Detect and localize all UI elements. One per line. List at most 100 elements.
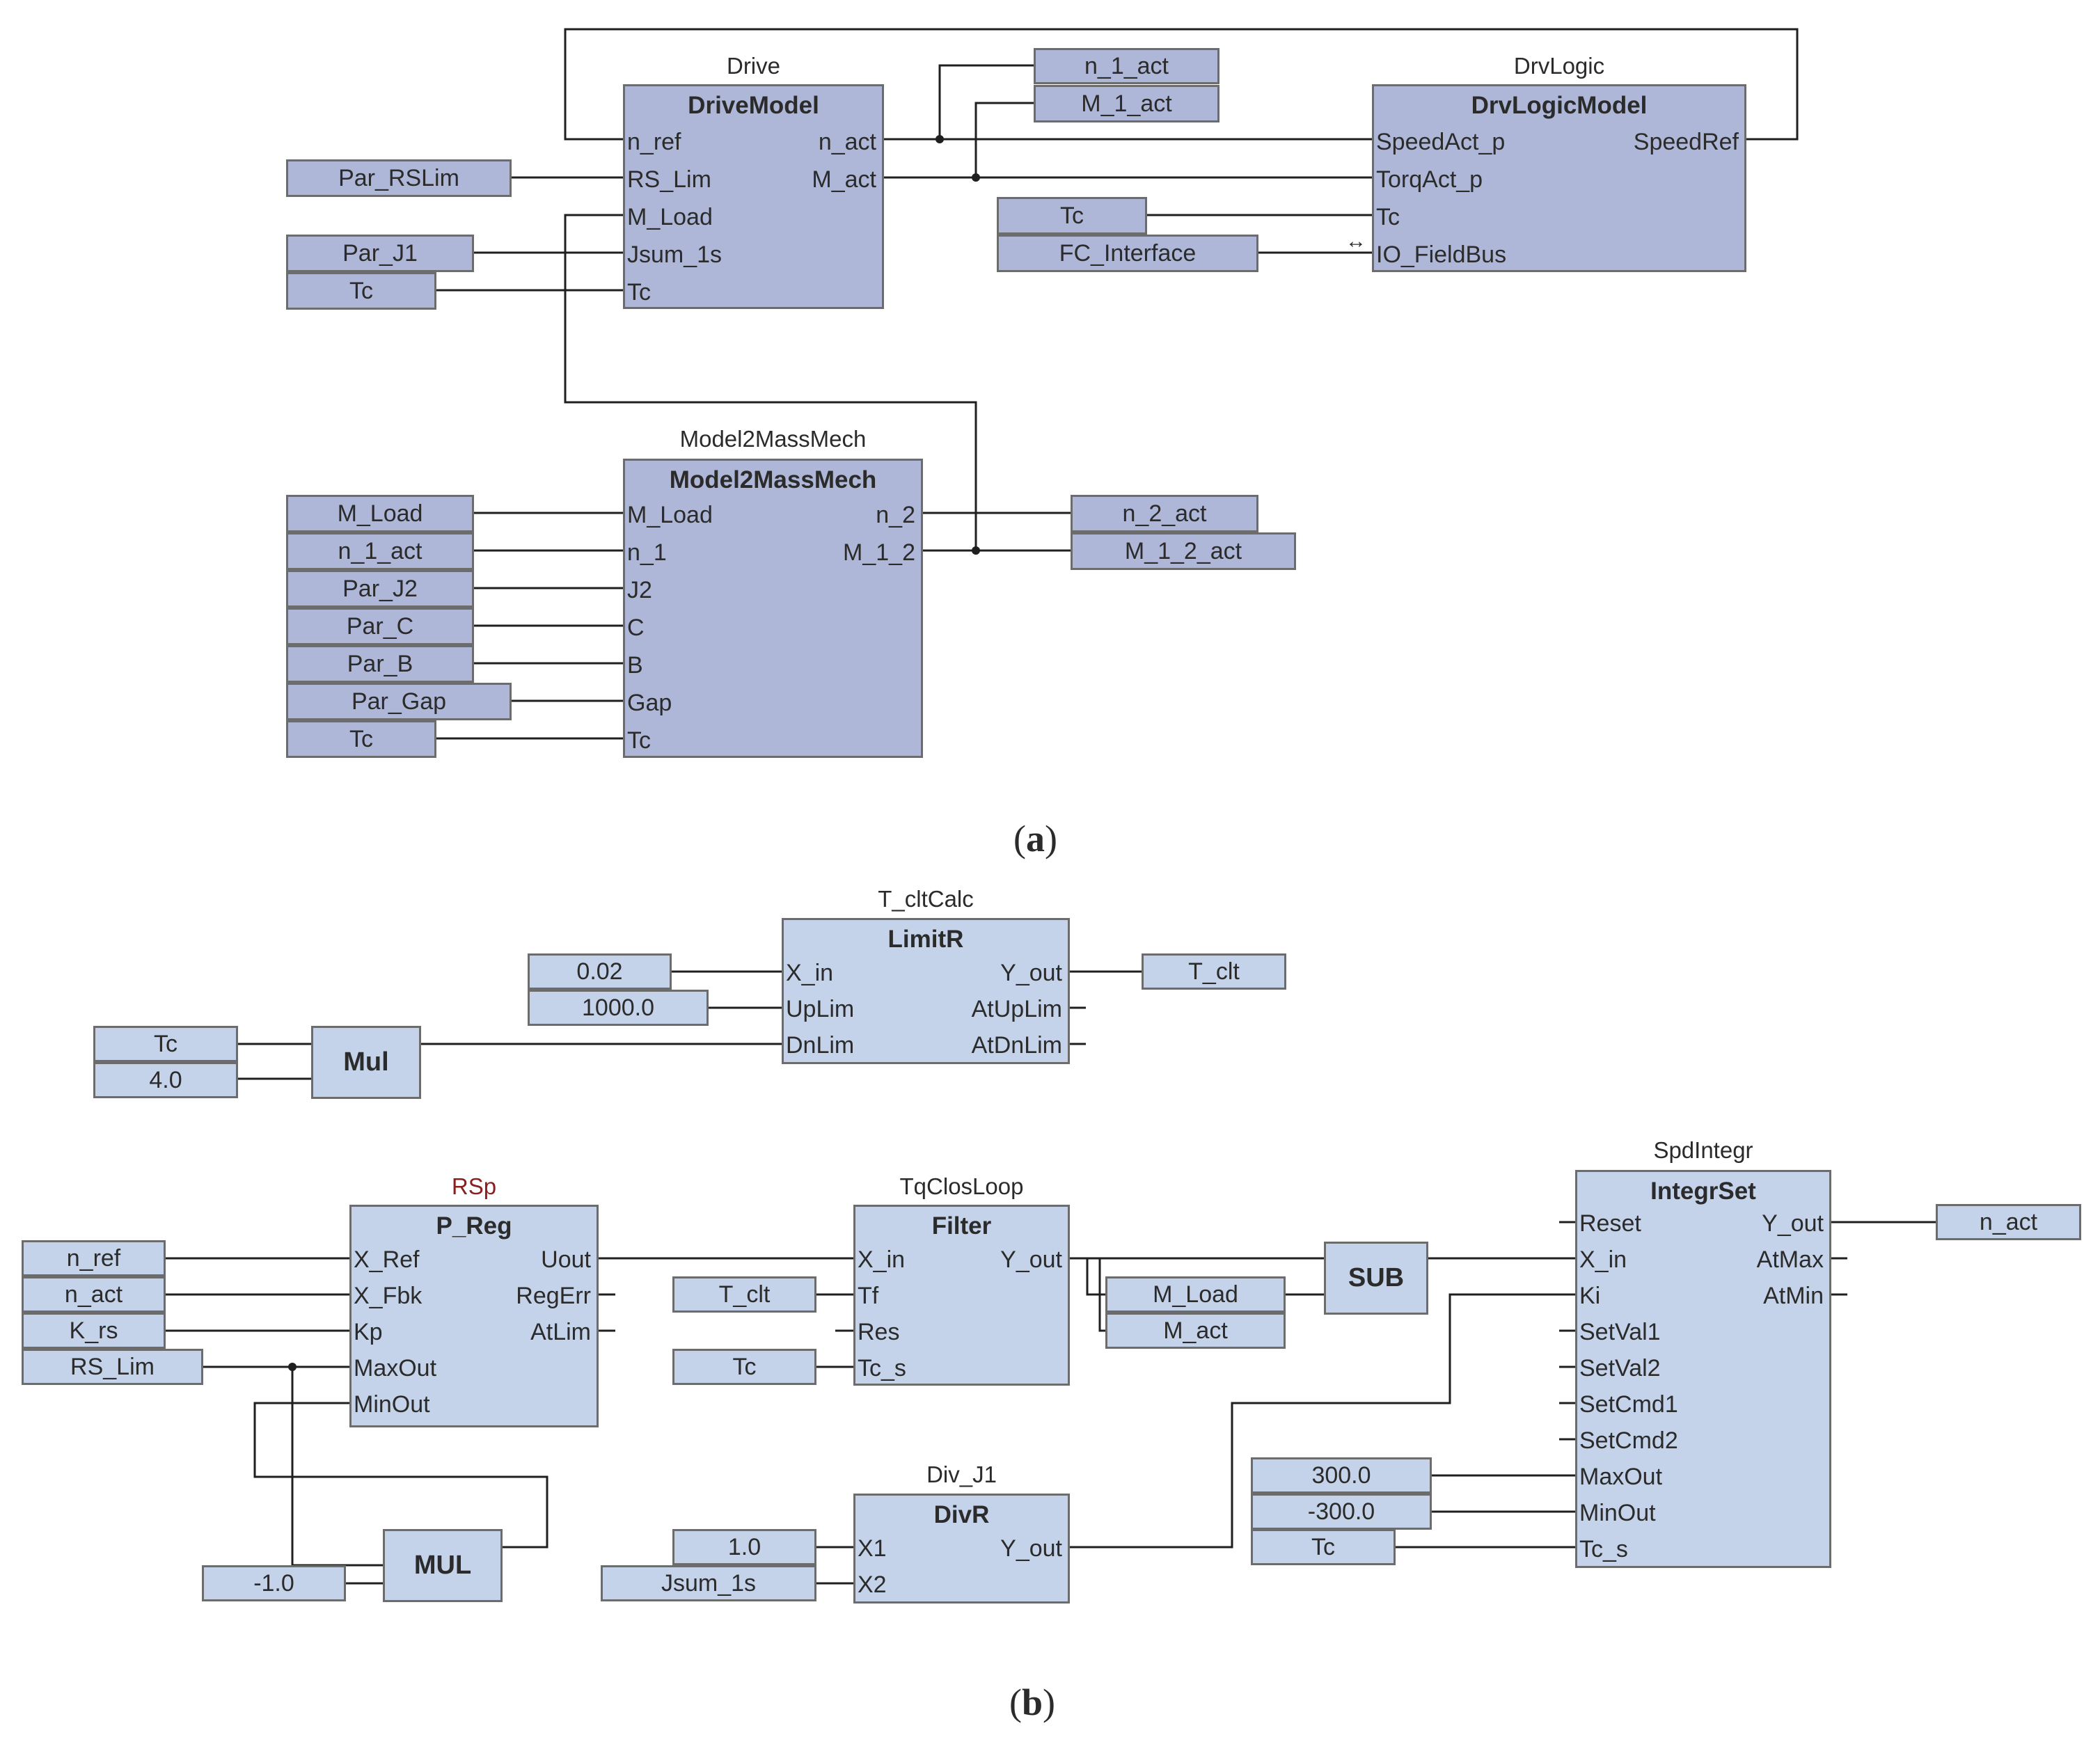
var-m-load[interactable]: M_Load (1105, 1276, 1286, 1313)
var-1000[interactable]: 1000.0 (528, 990, 709, 1026)
div-instance-label: Div_J1 (926, 1462, 997, 1487)
drvlogic-model-block[interactable]: DrvLogicModel SpeedAct_p TorqAct_p Tc IO… (1372, 84, 1746, 272)
pin-x-in: X_in (1579, 1246, 1627, 1273)
mul-negate-operator-block[interactable]: MUL (383, 1529, 503, 1602)
divr-block[interactable]: DivR X1 X2 Y_out (853, 1494, 1070, 1604)
pin-minout: MinOut (354, 1391, 430, 1418)
pin-speedact-p: SpeedAct_p (1376, 129, 1506, 155)
pin-setcmd2: SetCmd2 (1579, 1427, 1678, 1454)
drive-model-block[interactable]: DriveModel n_ref RS_Lim M_Load Jsum_1s T… (623, 84, 884, 309)
var-n-act-out[interactable]: n_act (1936, 1204, 2081, 1240)
divr-type: DivR (933, 1501, 990, 1528)
bidirectional-arrow-icon: ↔ (1345, 230, 1366, 253)
pin-tc: Tc (627, 279, 651, 306)
model2massmech-block[interactable]: Model2MassMech M_Load n_1 J2 C B Gap Tc … (623, 459, 923, 758)
pin-tc-s: Tc_s (1579, 1536, 1628, 1562)
pin-x2: X2 (858, 1571, 887, 1598)
pin-maxout: MaxOut (1579, 1464, 1663, 1490)
pin-io-fieldbus: IO_FieldBus (1376, 241, 1507, 268)
var-n-1-act[interactable]: n_1_act (286, 532, 474, 570)
var-4-0[interactable]: 4.0 (93, 1062, 238, 1098)
pin-maxout: MaxOut (354, 1355, 437, 1381)
var-par-gap[interactable]: Par_Gap (286, 683, 512, 720)
pin-atuplim: AtUpLim (971, 996, 1062, 1022)
pin-setval1: SetVal1 (1579, 1319, 1661, 1345)
var-m-load[interactable]: M_Load (286, 495, 474, 532)
pin-x-ref: X_Ref (354, 1246, 420, 1273)
var-fc-interface[interactable]: FC_Interface (997, 235, 1258, 272)
pin-tf: Tf (858, 1283, 879, 1309)
sub-operator-block[interactable]: SUB (1324, 1242, 1428, 1315)
pin-n-1: n_1 (627, 539, 667, 566)
pin-y-out: Y_out (1000, 1535, 1062, 1562)
var-par-b[interactable]: Par_B (286, 645, 474, 683)
pin-x-fbk: X_Fbk (354, 1283, 423, 1309)
pin-n-act: n_act (818, 129, 876, 155)
var-1-0[interactable]: 1.0 (672, 1529, 816, 1565)
var-m-act[interactable]: M_act (1105, 1313, 1286, 1349)
var-0-02[interactable]: 0.02 (528, 953, 672, 990)
var-minus-300[interactable]: -300.0 (1251, 1494, 1432, 1530)
var-n-2-act[interactable]: n_2_act (1071, 495, 1258, 532)
p-reg-type: P_Reg (436, 1212, 512, 1240)
filter-type: Filter (931, 1212, 992, 1240)
pin-res: Res (858, 1319, 900, 1345)
var-tc[interactable]: Tc (286, 272, 436, 310)
var-par-c[interactable]: Par_C (286, 608, 474, 645)
integrset-type: IntegrSet (1650, 1178, 1756, 1205)
pin-setcmd1: SetCmd1 (1579, 1391, 1678, 1418)
integrset-block[interactable]: IntegrSet Reset X_in Ki SetVal1 SetVal2 … (1575, 1170, 1831, 1568)
var-jsum-1s[interactable]: Jsum_1s (601, 1565, 816, 1601)
var-n-1-act[interactable]: n_1_act (1034, 48, 1219, 84)
mul-operator-block[interactable]: Mul (311, 1026, 421, 1099)
var-par-j1[interactable]: Par_J1 (286, 235, 474, 272)
var-tc[interactable]: Tc (672, 1349, 816, 1385)
pin-dnlim: DnLim (786, 1032, 855, 1059)
drvlogic-instance-label: DrvLogic (1513, 53, 1605, 79)
var-m-1-act[interactable]: M_1_act (1034, 85, 1219, 122)
p-reg-block[interactable]: P_Reg X_Ref X_Fbk Kp MaxOut MinOut Uout … (349, 1205, 599, 1427)
pin-minout: MinOut (1579, 1500, 1656, 1526)
pin-x-in: X_in (858, 1246, 906, 1273)
var-par-rslim[interactable]: Par_RSLim (286, 159, 512, 197)
var-par-j2[interactable]: Par_J2 (286, 570, 474, 608)
drive-instance-label: Drive (726, 53, 780, 79)
pin-atdnlim: AtDnLim (971, 1032, 1062, 1059)
var-tc[interactable]: Tc (1251, 1529, 1396, 1565)
pin-regerr: RegErr (516, 1283, 591, 1309)
var-m-1-2-act[interactable]: M_1_2_act (1071, 532, 1296, 570)
pin-uout: Uout (541, 1246, 591, 1273)
caption-a-letter: a (1025, 818, 1045, 860)
var-k-rs[interactable]: K_rs (22, 1313, 166, 1349)
drive-model-type: DriveModel (688, 92, 819, 119)
pin-tc-s: Tc_s (858, 1355, 906, 1381)
var-300[interactable]: 300.0 (1251, 1457, 1432, 1494)
limitr-block[interactable]: LimitR X_in UpLim DnLim Y_out AtUpLim At… (782, 918, 1070, 1064)
pin-tc: Tc (1376, 204, 1400, 230)
mech-instance-label: Model2MassMech (679, 426, 867, 452)
var-tc[interactable]: Tc (997, 197, 1147, 235)
var-n-ref[interactable]: n_ref (22, 1240, 166, 1276)
pin-atlim: AtLim (530, 1319, 591, 1345)
caption-b-letter: b (1021, 1681, 1043, 1723)
pin-kp: Kp (354, 1319, 383, 1345)
var-n-act[interactable]: n_act (22, 1276, 166, 1313)
pin-tc: Tc (627, 727, 651, 754)
pin-x-in: X_in (786, 960, 834, 986)
var-tc[interactable]: Tc (93, 1026, 238, 1062)
pin-setval2: SetVal2 (1579, 1355, 1661, 1381)
var-minus-1[interactable]: -1.0 (202, 1565, 346, 1601)
pin-rs-lim: RS_Lim (627, 166, 711, 193)
filter-block[interactable]: Filter X_in Tf Res Tc_s Y_out (853, 1205, 1070, 1386)
var-tc[interactable]: Tc (286, 720, 436, 758)
limit-instance-label: T_cltCalc (878, 886, 974, 912)
var-t-clt[interactable]: T_clt (672, 1276, 816, 1313)
var-rs-lim[interactable]: RS_Lim (22, 1349, 203, 1385)
integr-instance-label: SpdIntegr (1653, 1137, 1753, 1163)
pin-atmin: AtMin (1763, 1283, 1824, 1309)
pin-n-2: n_2 (876, 502, 915, 528)
pin-speedref: SpeedRef (1633, 129, 1739, 155)
var-t-clt[interactable]: T_clt (1142, 953, 1286, 990)
pin-gap: Gap (627, 690, 672, 716)
